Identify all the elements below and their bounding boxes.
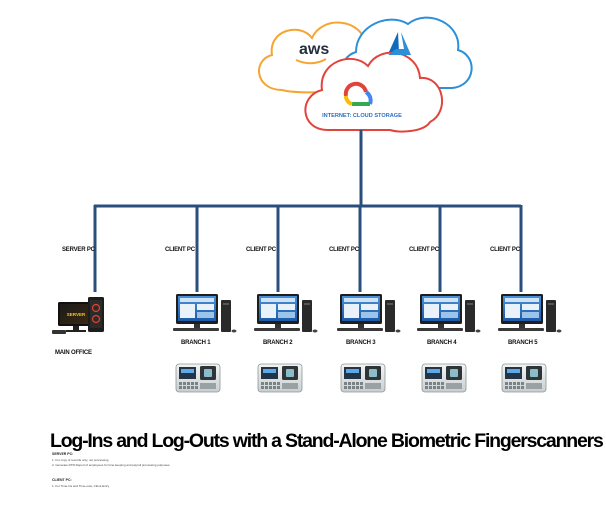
aws-smile-icon [295, 58, 327, 65]
azure-logo-icon [388, 32, 411, 55]
network-lines [93, 130, 523, 292]
server-note-2: 2. Generate DTR Report of employees for … [52, 463, 171, 467]
client-pc-label-5: CLIENT PC [490, 247, 520, 253]
client-pc-label-4: CLIENT PC [409, 247, 439, 253]
fingerprint-scanner-icon [257, 363, 303, 393]
client-notes-heading: CLIENT PC: [52, 478, 72, 482]
server-notes-heading: SERVER PC: [52, 452, 74, 456]
cloud-storage-label: INTERNET: CLOUD STORAGE [322, 113, 402, 119]
server-note-1: 1. For copy of records only, not process… [52, 458, 109, 462]
branch-label-4: BRANCH 4 [427, 340, 457, 346]
fingerprint-scanner-icon [175, 363, 221, 393]
client-pc-label-1: CLIENT PC [165, 247, 195, 253]
client-pc-icon [254, 294, 318, 333]
diagram-title: Log-Ins and Log-Outs with a Stand-Alone … [50, 430, 604, 452]
fingerprint-scanner-icon [340, 363, 386, 393]
branch-scanners [175, 363, 547, 393]
client-pc-icon [337, 294, 401, 333]
server-screen-text: SERVER [67, 312, 86, 317]
branch-label-1: BRANCH 1 [181, 340, 211, 346]
fingerprint-scanner-icon [501, 363, 547, 393]
branch-computers [173, 294, 562, 333]
gcp-logo-icon [343, 81, 373, 106]
aws-logo: aws [299, 41, 329, 58]
client-note-1: 1. For Time-Ins and Time-outs, Client En… [52, 484, 110, 488]
client-pc-icon [498, 294, 562, 333]
cloud-group: aws INTERNET: CLOUD STORAGE [258, 16, 473, 133]
client-pc-icon [173, 294, 237, 333]
branch-label-5: BRANCH 5 [508, 340, 538, 346]
branch-label-2: BRANCH 2 [263, 340, 293, 346]
client-pc-label-2: CLIENT PC [246, 247, 276, 253]
fingerprint-scanner-icon [421, 363, 467, 393]
branch-label-3: BRANCH 3 [346, 340, 376, 346]
main-office-label: MAIN OFFICE [55, 350, 92, 356]
server-pc-icon: SERVER [52, 297, 104, 334]
client-pc-label-3: CLIENT PC [329, 247, 359, 253]
client-pc-icon [417, 294, 481, 333]
server-pc-label: SERVER PC [62, 247, 95, 253]
